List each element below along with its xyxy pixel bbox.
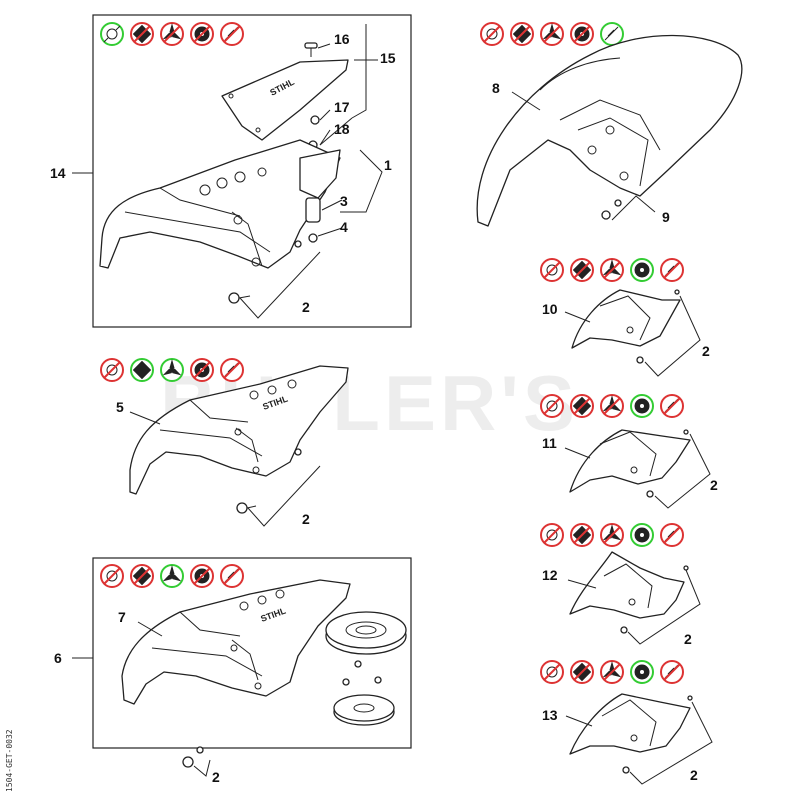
- plastic-blade-icon: [130, 564, 154, 588]
- cutter-ring: [325, 611, 407, 655]
- callout-5: 5: [116, 399, 124, 415]
- callout-2-g11: 2: [710, 477, 718, 493]
- screw-9: [601, 199, 622, 220]
- trimmer-head-icon: [100, 358, 124, 382]
- callout-4: 4: [340, 219, 348, 235]
- icon-row-8: [480, 22, 624, 46]
- callout-2-g10: 2: [702, 343, 710, 359]
- callout-2: 2: [302, 299, 310, 315]
- grass-blade-icon: [600, 660, 624, 684]
- callout-14: 14: [50, 165, 66, 181]
- chisel-saw-icon: [660, 394, 684, 418]
- plastic-blade-icon: [570, 258, 594, 282]
- callout-2-g5: 2: [302, 511, 310, 527]
- chisel-saw-icon: [220, 564, 244, 588]
- plastic-blade-icon: [130, 22, 154, 46]
- chisel-saw-icon: [220, 22, 244, 46]
- icon-row-10: [540, 258, 684, 282]
- screw-2-group14: [228, 292, 251, 304]
- trimmer-head-icon: [480, 22, 504, 46]
- brush-knife-icon: [630, 394, 654, 418]
- plastic-blade-icon: [130, 358, 154, 382]
- plastic-blade-icon: [570, 660, 594, 684]
- brush-knife-icon: [630, 523, 654, 547]
- trimmer-head-icon: [540, 394, 564, 418]
- plastic-blade-icon: [570, 394, 594, 418]
- small-screws: [342, 660, 382, 686]
- chisel-saw-icon: [220, 358, 244, 382]
- deflector-7: [121, 579, 351, 705]
- grass-blade-icon: [600, 258, 624, 282]
- grass-blade-icon: [160, 358, 184, 382]
- icon-row-14: [100, 22, 244, 46]
- chisel-saw-icon: [600, 22, 624, 46]
- deflector-12: [569, 551, 685, 619]
- plastic-blade-icon: [510, 22, 534, 46]
- nut-4: [308, 233, 318, 243]
- callout-6: 6: [54, 650, 62, 666]
- trimmer-head-icon: [540, 523, 564, 547]
- grass-blade-icon: [540, 22, 564, 46]
- callout-1: 1: [384, 157, 392, 173]
- grass-blade-icon: [600, 394, 624, 418]
- callout-16: 16: [334, 31, 350, 47]
- callout-17: 17: [334, 99, 350, 115]
- chisel-saw-icon: [660, 523, 684, 547]
- callout-3: 3: [340, 193, 348, 209]
- washer-17: [310, 115, 320, 125]
- callout-15: 15: [380, 50, 396, 66]
- grass-blade-icon: [160, 22, 184, 46]
- trimmer-head-icon: [540, 258, 564, 282]
- deflector-11: [569, 429, 691, 493]
- callout-9: 9: [662, 209, 670, 225]
- icon-row-12: [540, 523, 684, 547]
- icon-row-11: [540, 394, 684, 418]
- deflector-10: [571, 289, 681, 349]
- callout-10: 10: [542, 301, 558, 317]
- chisel-saw-icon: [660, 258, 684, 282]
- grass-blade-icon: [600, 523, 624, 547]
- drawing-code: 1504-GET-0032: [5, 729, 14, 792]
- brush-knife-icon: [630, 258, 654, 282]
- bracket-1: [299, 149, 341, 199]
- callout-18: 18: [334, 121, 350, 137]
- brush-knife-icon: [630, 660, 654, 684]
- group-6-frame: [92, 557, 412, 749]
- screw-2-group6: [182, 746, 204, 768]
- trimmer-head-icon: [100, 564, 124, 588]
- trimmer-head-icon: [540, 660, 564, 684]
- brush-knife-icon: [190, 564, 214, 588]
- brush-knife-icon: [570, 22, 594, 46]
- deflector-13: [569, 693, 691, 755]
- brush-knife-icon: [190, 22, 214, 46]
- plastic-blade-icon: [570, 523, 594, 547]
- callout-2-g13: 2: [690, 767, 698, 783]
- sleeve-3: [305, 197, 321, 223]
- screw-2-group5: [236, 502, 257, 514]
- group-14-frame: [92, 14, 412, 328]
- deflector-8: [476, 34, 743, 227]
- cutter-disc: [333, 694, 395, 726]
- callout-2-g6: 2: [212, 769, 220, 785]
- callout-11: 11: [542, 435, 557, 451]
- callout-2-g12: 2: [684, 631, 692, 647]
- callout-12: 12: [542, 567, 558, 583]
- icon-row-6: [100, 564, 244, 588]
- icon-row-13: [540, 660, 684, 684]
- callout-7: 7: [118, 609, 126, 625]
- screw-16: [304, 42, 318, 57]
- callout-8: 8: [492, 80, 500, 96]
- brush-knife-icon: [190, 358, 214, 382]
- chisel-saw-icon: [660, 660, 684, 684]
- callout-13: 13: [542, 707, 558, 723]
- cover-plate: [221, 59, 349, 141]
- deflector-14: [99, 139, 341, 269]
- trimmer-head-icon: [100, 22, 124, 46]
- icon-row-5: [100, 358, 244, 382]
- grass-blade-icon: [160, 564, 184, 588]
